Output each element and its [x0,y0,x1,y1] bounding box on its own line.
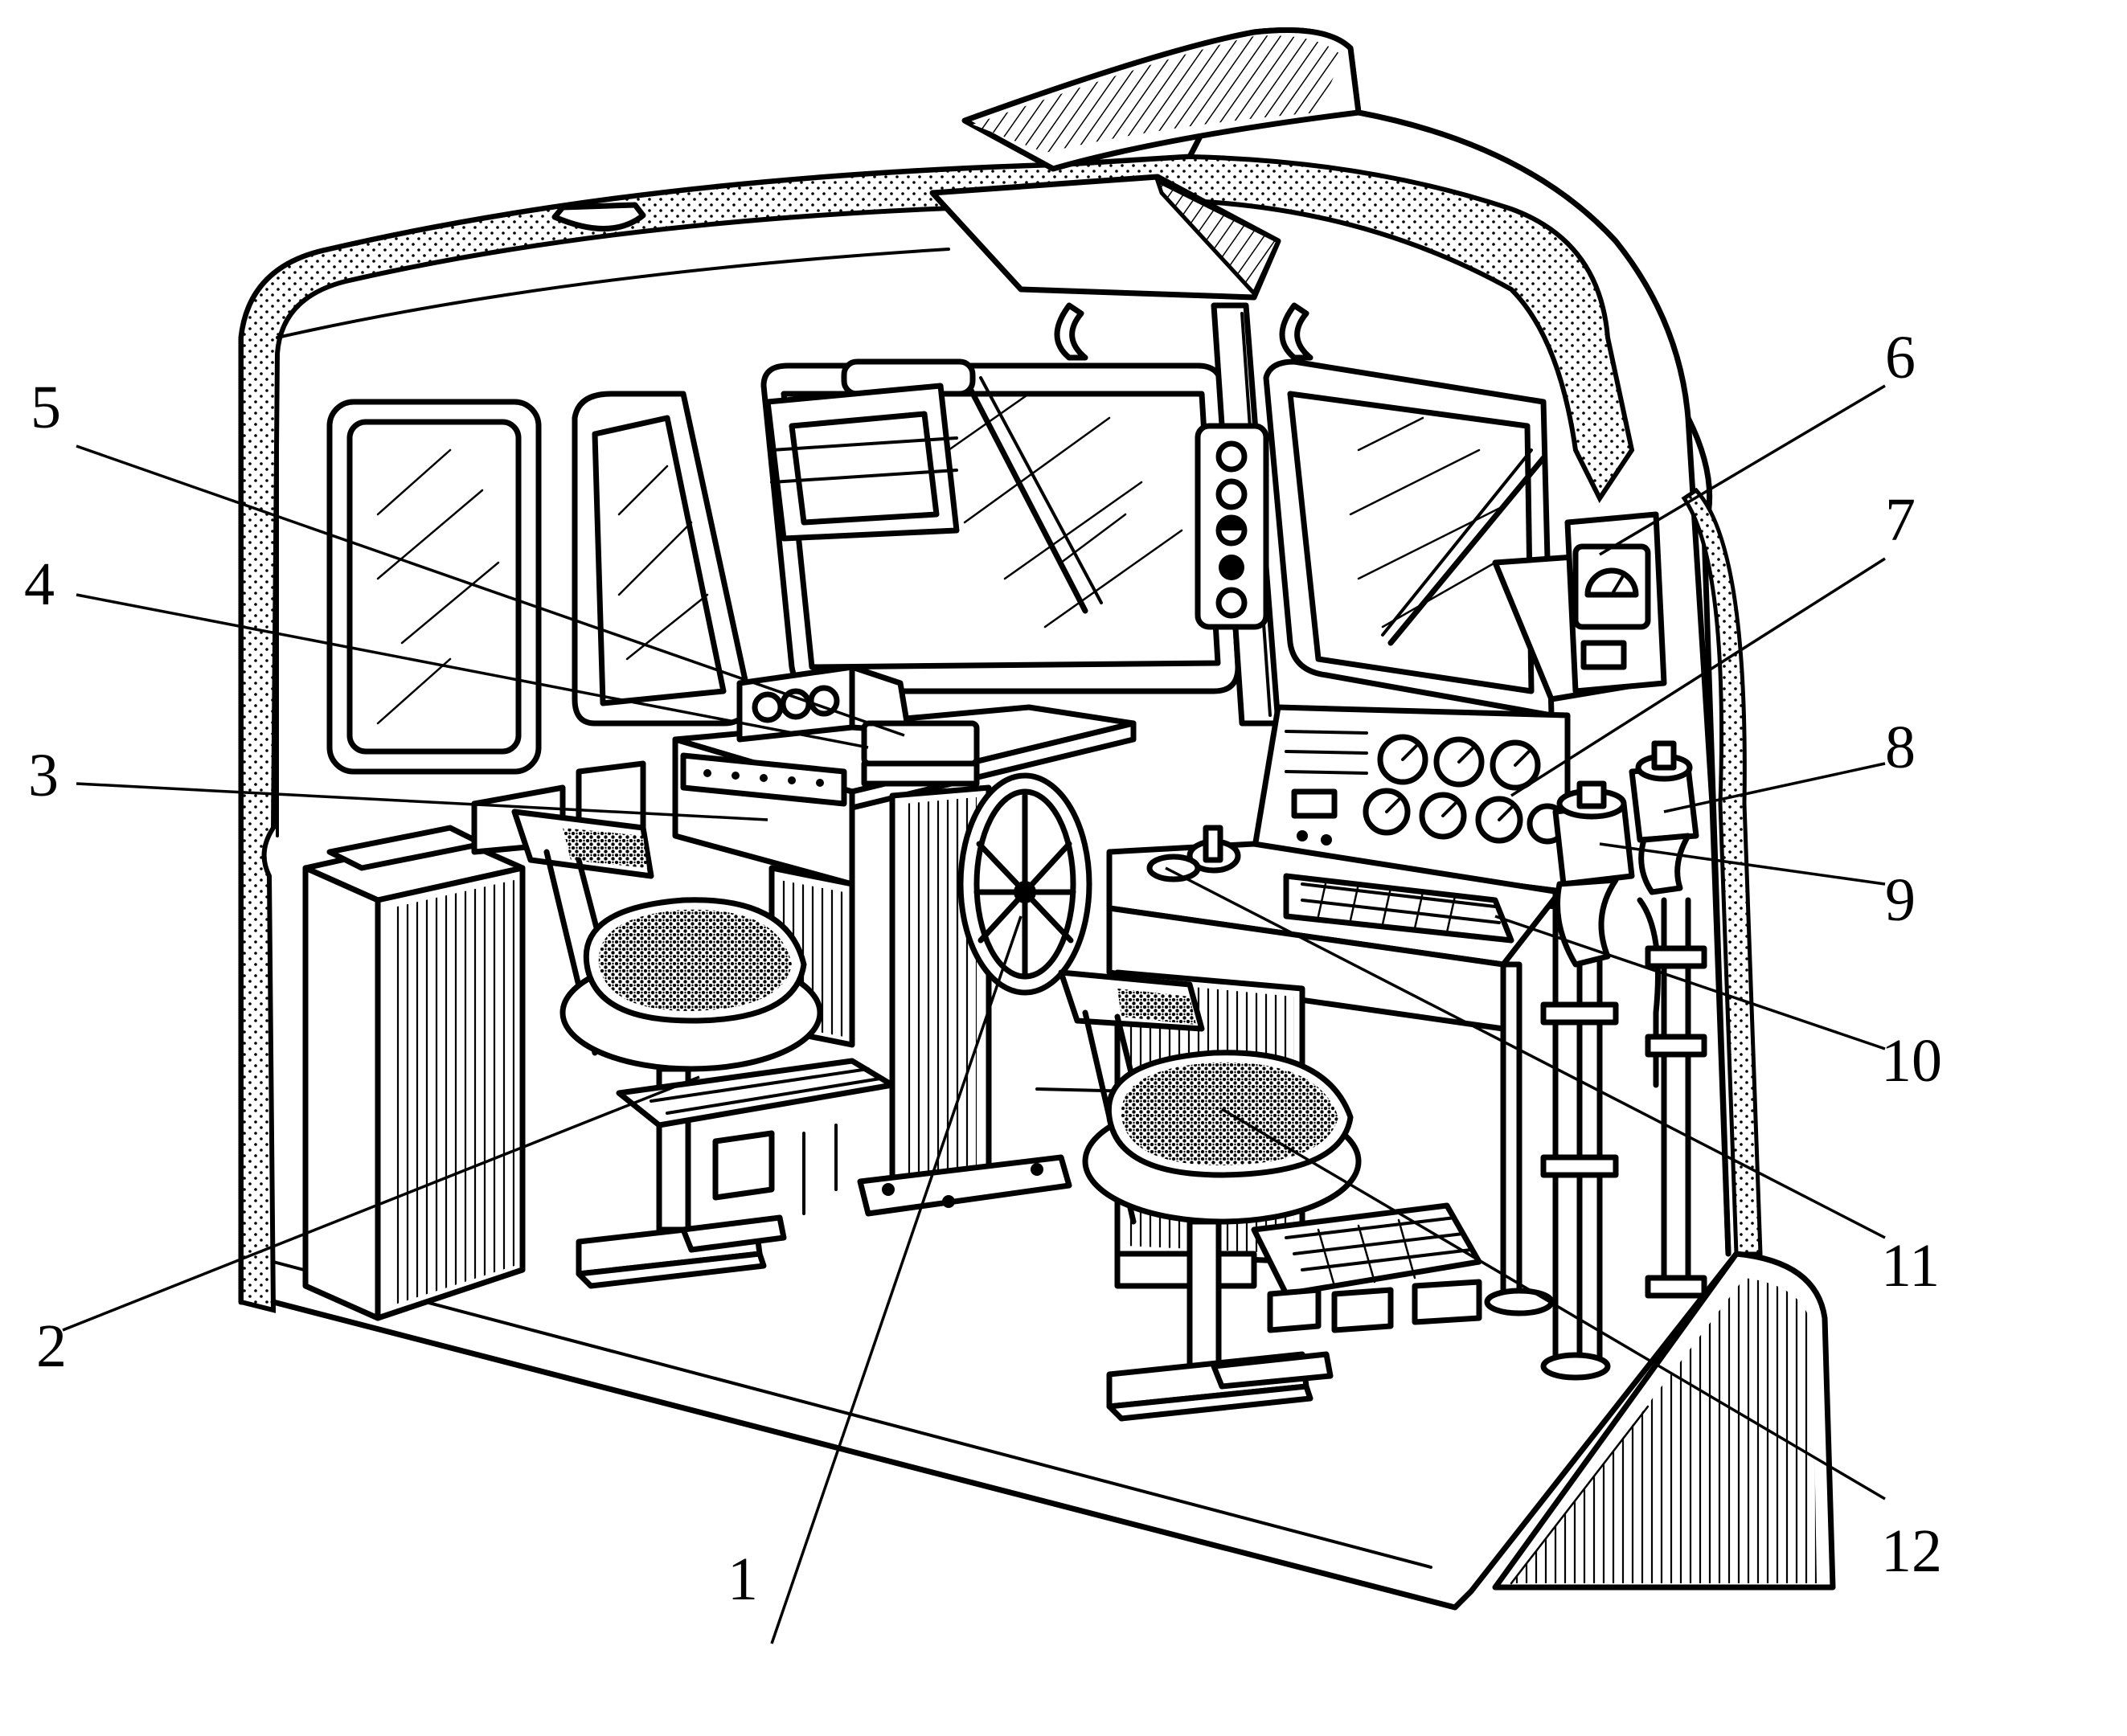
signal-light-column [1195,423,1269,630]
callout-leaders [62,384,1886,1644]
side-window-left [326,399,542,775]
callout-11: 11 [1881,1232,1940,1300]
callout-labels: 1 2 3 4 5 6 7 8 9 10 11 12 [24,324,1942,1613]
front-windscreen-right [1263,358,1555,719]
left-seat [511,809,823,1289]
left-cabinet [302,825,526,1321]
callout-10: 10 [1881,1027,1942,1095]
callout-8: 8 [1885,714,1916,781]
driver-control-desk [1106,704,1571,1297]
cab-floor [270,1087,1836,1611]
callout-12: 12 [1881,1517,1942,1585]
callout-4: 4 [24,551,55,618]
cab-shell [238,27,1763,1313]
hand-brake-wheel [957,772,1092,996]
callout-3: 3 [28,742,59,809]
callout-6: 6 [1885,324,1916,391]
speed-indicator-box [1492,511,1667,702]
side-window-right [572,391,752,727]
callout-5: 5 [31,374,61,441]
switch-rows [1285,730,1368,845]
driver-seat [1058,969,1362,1422]
callout-1: 1 [727,1546,758,1613]
left-foot-rest [616,1058,895,1215]
sun-visor-frame [764,383,960,542]
right-foot-rest [1251,1202,1482,1333]
callout-7: 7 [1885,486,1916,554]
callout-2: 2 [36,1312,67,1380]
gauge-cluster [1363,734,1568,845]
callout-9: 9 [1885,866,1916,934]
